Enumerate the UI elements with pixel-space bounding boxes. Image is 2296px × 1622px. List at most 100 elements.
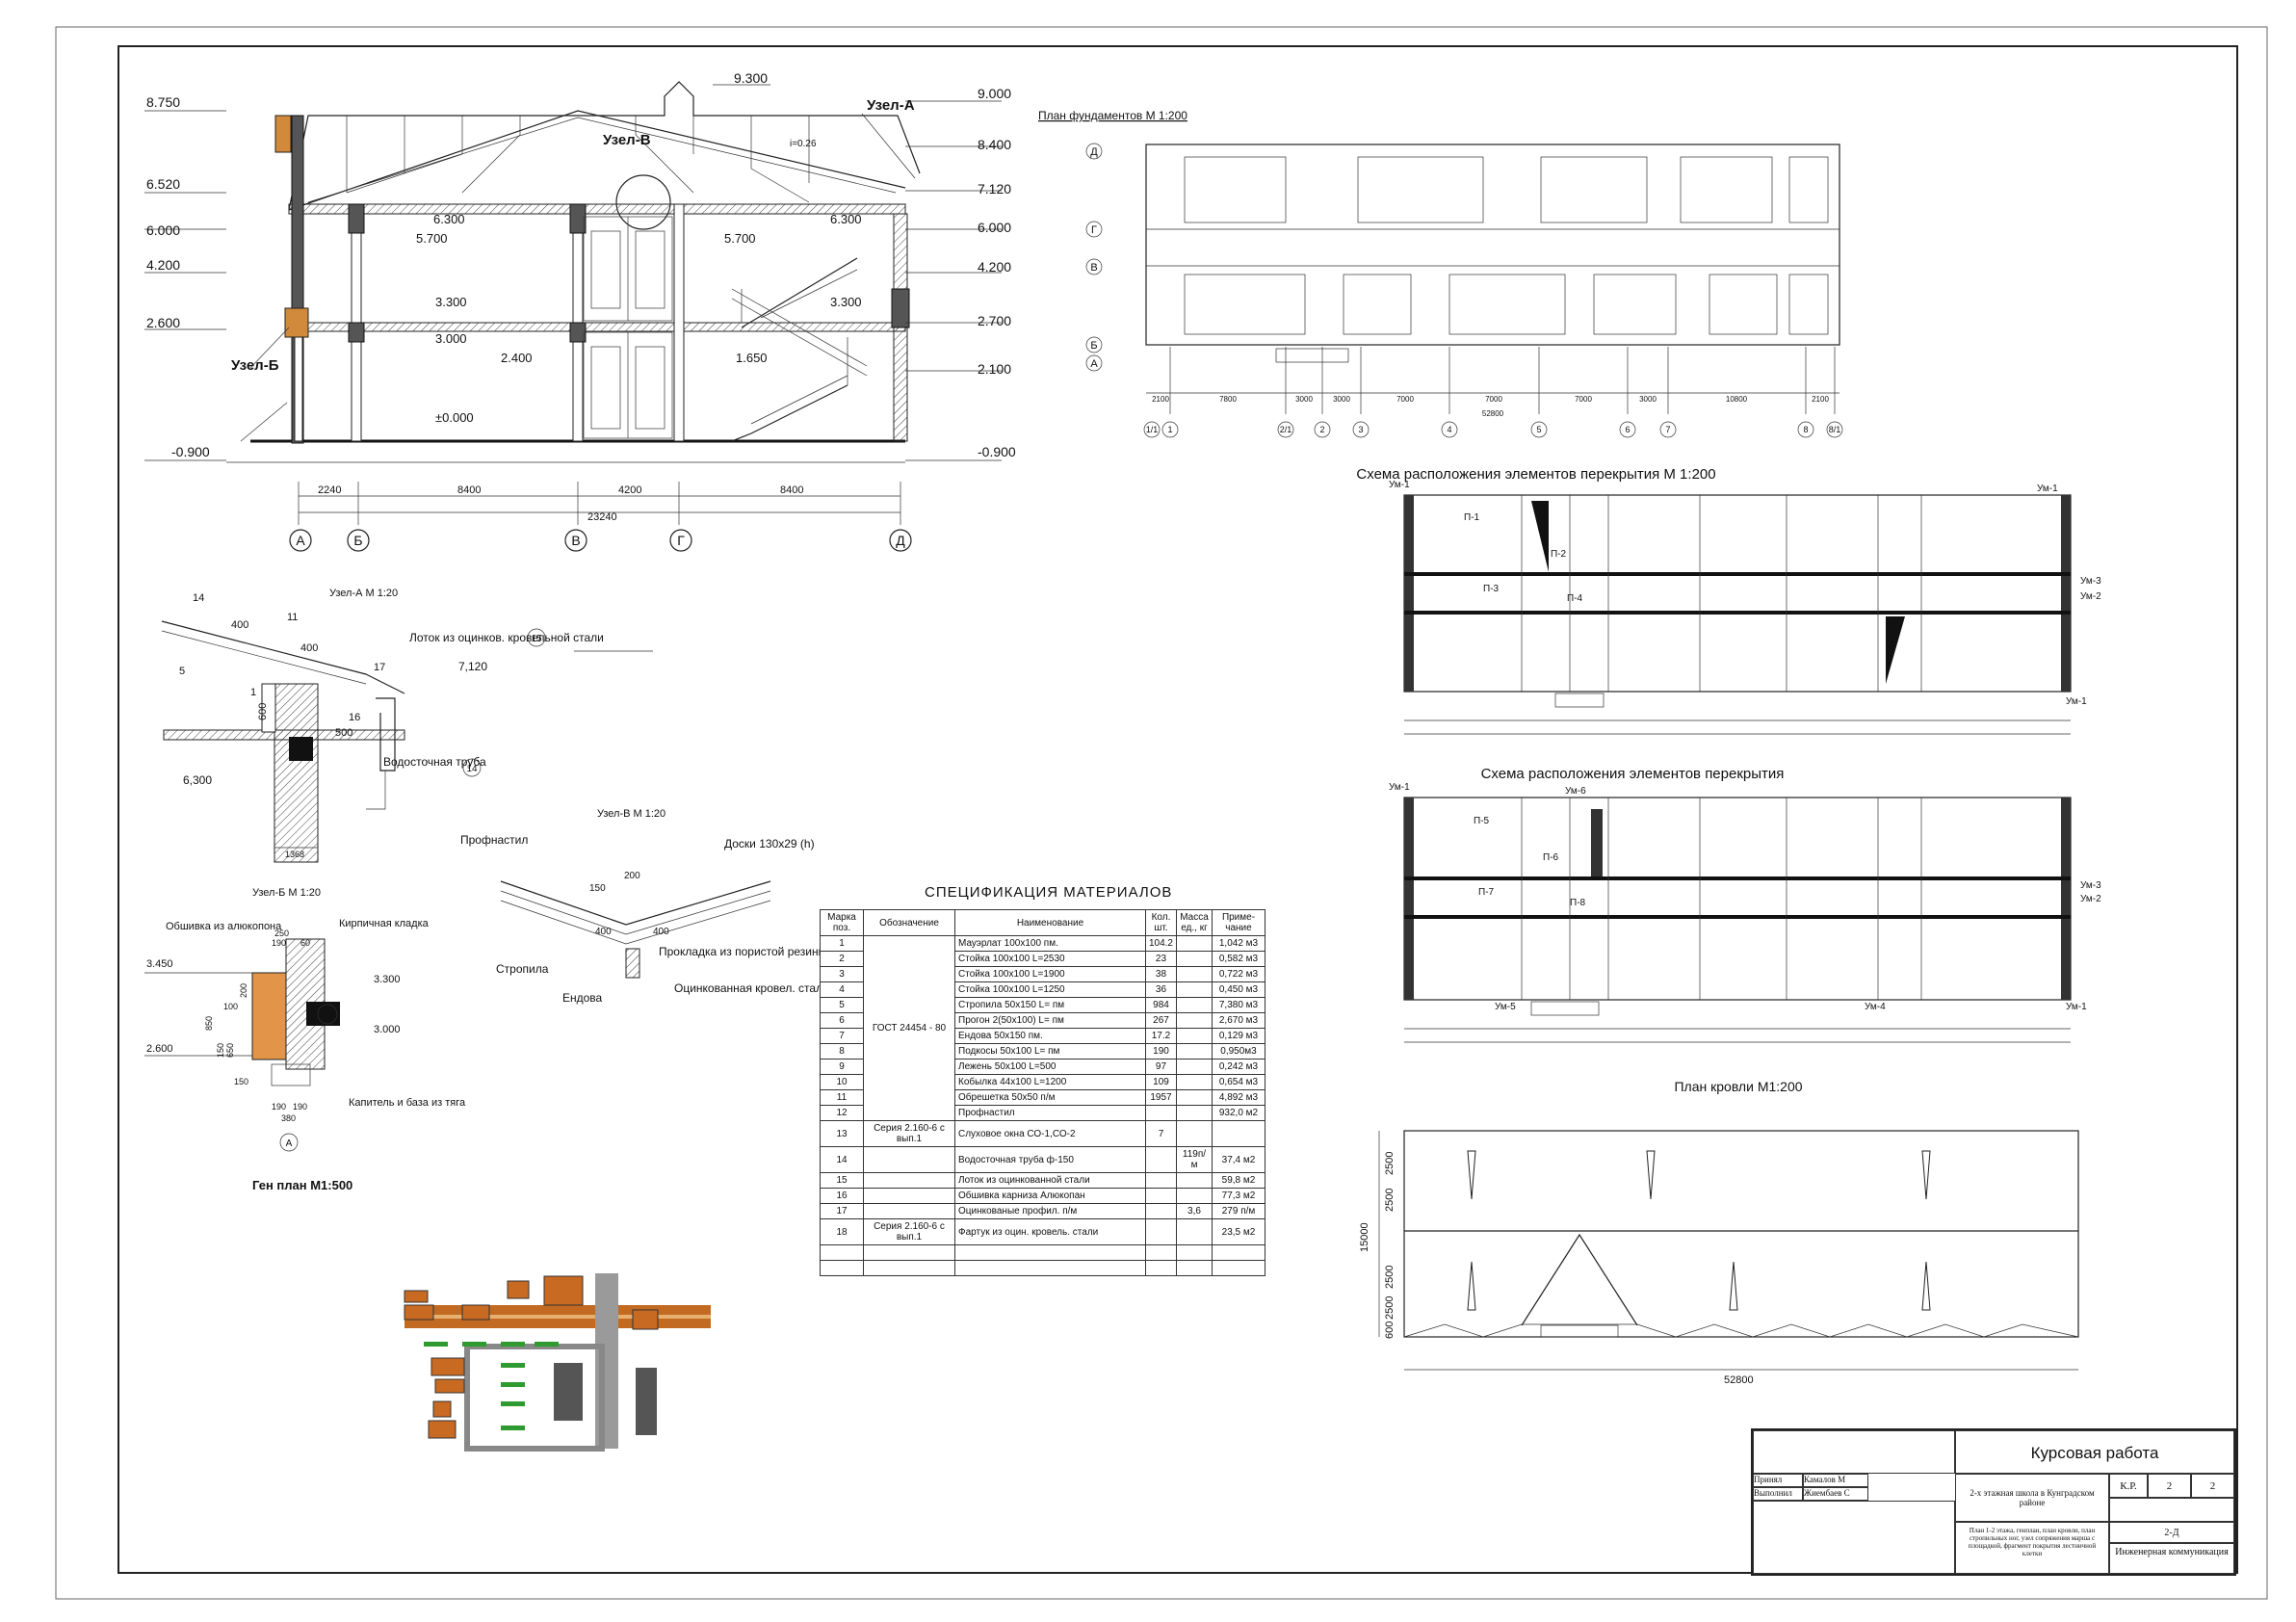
spec-cell-name: Ендова 50х150 пм. (954, 1028, 1146, 1044)
floor-scheme-2: Схема расположения элементов перекрытия … (1389, 766, 2101, 1043)
dim-label: 150 (234, 1077, 248, 1086)
materials-spec-table: Марка поз. Обозначение Наименование Кол.… (820, 909, 1265, 1276)
element-mark: Ум-2 (2080, 591, 2101, 602)
spec-cell-mass (1176, 1120, 1213, 1147)
element-mark: П-6 (1543, 852, 1559, 863)
spec-cell-name: Профнастил (954, 1105, 1146, 1121)
level-label: -0.900 (171, 444, 210, 459)
dim-label: 2500 (1384, 1296, 1396, 1320)
level-label: 6.300 (433, 212, 465, 226)
level-label: 4.200 (146, 257, 180, 273)
element-mark: П-1 (1464, 512, 1480, 523)
axis-label: 8/1 (1829, 425, 1841, 434)
axis-label: 3 (1358, 425, 1363, 434)
level-label: 6.000 (978, 220, 1011, 235)
callout-number: 5 (179, 666, 185, 677)
level-label: -0.900 (978, 444, 1016, 459)
element-mark: П-8 (1570, 898, 1586, 908)
dim-label: 2100 (1152, 395, 1169, 404)
spec-cell-note: 7,380 м3 (1212, 997, 1265, 1013)
spec-cell-name: Обшивка карниза Алюкопан (954, 1188, 1146, 1204)
floor-scheme-1: Схема расположения элементов перекрытия … (1356, 466, 2101, 735)
label-capital: Капитель и база из тяга (349, 1097, 466, 1109)
spec-cell-empty (954, 1260, 1146, 1276)
roof-dims-vertical: 2500 2500 15000 2500 2500 600 52800 (1359, 1152, 1754, 1386)
site-plan-title: Ген план М1:500 (252, 1178, 352, 1192)
spec-cell-pos: 1 (820, 935, 864, 952)
col-name: Наименование (954, 909, 1146, 936)
axis-label: Д (896, 533, 905, 548)
node-b-detail: Узел-Б М 1:20 Обшивка из алюкопона Кирпи… (144, 887, 466, 1152)
spec-cell-mass (1176, 1043, 1213, 1060)
dim-label: 7000 (1485, 395, 1502, 404)
foundation-plan: План фундаментов М 1:200 Д Г В Б А 1/1 (1038, 109, 1843, 438)
dim-label: 3000 (1333, 395, 1350, 404)
spec-cell-name: Подкосы 50х100 L= пм (954, 1043, 1146, 1060)
callout-number: 1 (250, 687, 256, 698)
element-mark: Ум-2 (2080, 894, 2101, 904)
callout-number: 16 (349, 712, 360, 723)
callout-number: 400 (231, 619, 248, 631)
spec-cell-qty (1144, 1146, 1178, 1173)
floor-scheme-2-title: Схема расположения элементов перекрытия (1481, 766, 1785, 782)
inner-frame (117, 45, 2238, 1574)
spec-cell-note: 23,5 м2 (1212, 1218, 1265, 1245)
level-label: 7.120 (978, 181, 1011, 196)
element-mark: П-5 (1474, 816, 1490, 826)
spec-cell-name: Лоток из оцинкованной стали (954, 1172, 1146, 1189)
node-v-label: Узел-В (603, 132, 651, 148)
level-label: 2.400 (501, 351, 533, 365)
spec-cell-empty (1144, 1260, 1178, 1276)
stamp-group: 2-Д (2109, 1522, 2234, 1543)
dim-total: 52800 (1724, 1374, 1754, 1386)
spec-cell-pos: 17 (820, 1203, 864, 1219)
axis-label: 8 (1803, 425, 1808, 434)
axis-label: 1/1 (1146, 425, 1159, 434)
spec-cell-qty: 984 (1144, 997, 1178, 1013)
spec-cell-name: Прогон 2(50х100) L= пм (954, 1012, 1146, 1029)
level-label: 9.000 (978, 86, 1011, 101)
spec-cell-qty (1144, 1105, 1178, 1121)
dim-label: 400 (595, 927, 612, 937)
detail-label: Оцинкованная кровел. сталь (674, 981, 828, 995)
floor-scheme-2-labels: Ум-1 Ум-6 П-5 П-6 П-7 П-8 Ум-3 Ум-2 Ум-5… (1389, 782, 2101, 1012)
stamp-sheets: 2 (2191, 1474, 2234, 1498)
dim-label: 250 (274, 929, 289, 938)
spec-title: СПЕЦИФИКАЦИЯ МАТЕРИАЛОВ (925, 884, 1173, 901)
site-plan: Ген план М1:500 (252, 1178, 711, 1452)
spec-cell-mass (1176, 997, 1213, 1013)
spec-cell-qty: 1957 (1144, 1089, 1178, 1106)
spec-cell-name: Оцинкованые профил. п/м (954, 1203, 1146, 1219)
element-mark: Ум-1 (2066, 1002, 2087, 1012)
node-b-label: Узел-Б (231, 357, 279, 374)
spec-cell-pos: 7 (820, 1028, 864, 1044)
spec-cell-pos: 9 (820, 1059, 864, 1075)
dim-label: 3000 (1639, 395, 1657, 404)
node-a-title: Узел-А М 1:20 (329, 588, 398, 599)
spec-cell-mass (1176, 1089, 1213, 1106)
node-v-detail: Узел-В М 1:20 Профнастил Доски 130х29 (h… (460, 808, 828, 1005)
spec-cell-note: 0,654 м3 (1212, 1074, 1265, 1090)
label-brick: Кирпичная кладка (339, 918, 430, 929)
spec-cell-qty: 97 (1144, 1059, 1178, 1075)
level-label: 2.100 (978, 361, 1011, 377)
spec-cell-qty: 190 (1144, 1043, 1178, 1060)
dim-label: 200 (624, 871, 640, 881)
spec-cell-code (863, 1172, 955, 1189)
spec-cell-note (1212, 1120, 1265, 1147)
spec-cell-mass (1176, 1028, 1213, 1044)
axis-label: 2 (1319, 425, 1324, 434)
dim-label: 60 (300, 938, 310, 948)
node-v-labels: Профнастил Доски 130х29 (h) Стропила Про… (460, 833, 828, 1005)
dim-label: 190 (293, 1102, 307, 1112)
label-cladding: Обшивка из алюкопона (166, 921, 282, 932)
element-mark: П-2 (1551, 549, 1567, 560)
roof-plan: План кровли М1:200 2500 2500 15000 2500 … (1359, 1079, 2079, 1386)
dim-label: 10800 (1726, 395, 1748, 404)
spec-cell-name: Стойка 100х100 L=1250 (954, 981, 1146, 998)
spec-cell-qty: 7 (1144, 1120, 1178, 1147)
node-a-detail: Узел-А М 1:20 14 11 400 400 5 1 17 16 50… (161, 588, 653, 863)
